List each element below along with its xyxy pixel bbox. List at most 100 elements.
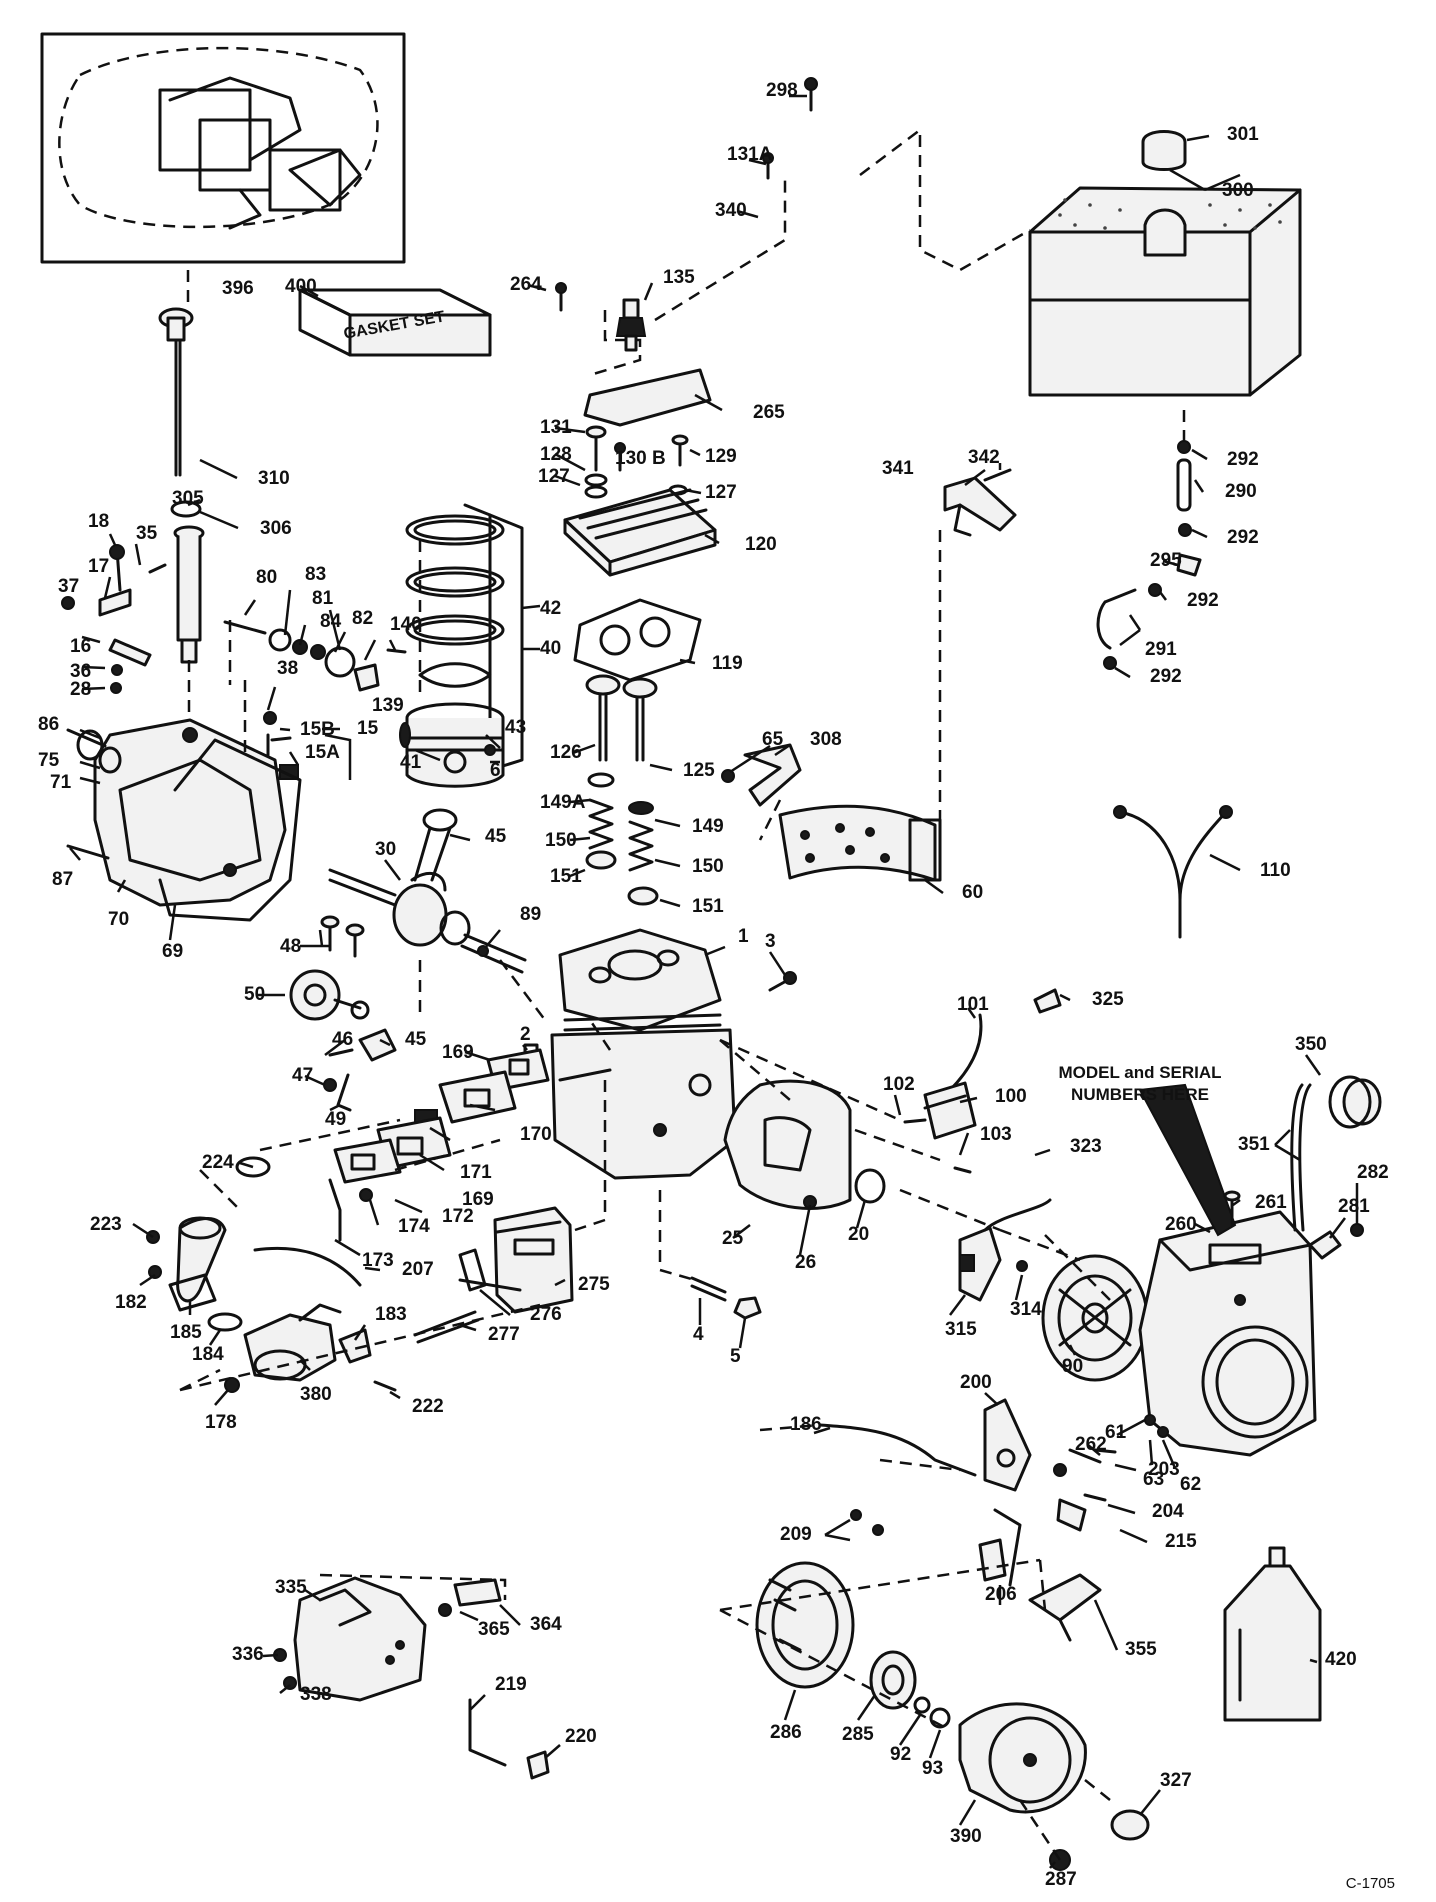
muffler [458,1206,574,1314]
part-callout-305: 305 [172,488,204,509]
part-callout-61: 61 [1105,1422,1127,1443]
part-callout-206: 206 [985,1584,1017,1605]
part-callout-265: 265 [753,402,785,423]
part-callout-16: 16 [70,636,91,657]
part-callout-150b: 150 [692,856,724,877]
part-callout-48: 48 [280,936,301,957]
part-callout-49: 49 [325,1109,346,1130]
part-callout-285: 285 [842,1724,874,1745]
oil-bottle [1223,1546,1322,1722]
part-callout-135: 135 [663,267,695,288]
part-callout-129: 129 [705,446,737,467]
fuel-line-parts [1096,440,1202,670]
part-callout-38: 38 [277,658,298,679]
part-callout-62: 62 [1180,1474,1201,1495]
part-callout-308: 308 [810,729,842,750]
part-callout-292d: 292 [1150,666,1182,687]
part-callout-47: 47 [292,1065,313,1086]
starter-handle [1028,1573,1102,1642]
camshaft-and-tappets [289,915,489,1021]
part-callout-174: 174 [398,1216,430,1237]
part-callout-3: 3 [765,931,776,952]
part-callout-149: 149 [692,816,724,837]
illustration [40,32,1382,1871]
part-callout-276: 276 [530,1304,562,1325]
part-callout-119: 119 [712,653,743,674]
part-callout-15a: 15A [305,742,340,763]
part-callout-70: 70 [108,909,129,930]
piston [399,702,505,788]
exhaust-elbow [146,1156,271,1312]
leader-lines [69,94,1359,1869]
part-callout-6: 6 [490,760,501,781]
part-callout-183: 183 [375,1304,407,1325]
breather-assembly [721,743,942,882]
part-callout-151b: 151 [692,896,724,917]
part-callout-35: 35 [136,523,158,544]
cylinder-block [550,928,737,1180]
part-callout-25: 25 [722,1228,744,1249]
part-callout-355: 355 [1125,1639,1157,1660]
recoil-starter-parts [755,1561,1150,1871]
part-callout-396: 396 [222,278,254,299]
part-callout-277: 277 [488,1324,520,1345]
part-callout-151a: 151 [550,866,582,887]
part-callout-131a: 131A [727,144,773,165]
ground-wire [1118,810,1228,939]
head-gasket [573,598,702,682]
part-callout-182: 182 [115,1292,147,1313]
part-callout-92: 92 [890,1744,911,1765]
carburetor-hardware [224,1328,397,1393]
part-callout-264: 264 [510,274,542,295]
part-callout-90: 90 [1062,1356,1083,1377]
part-callout-42: 42 [540,598,561,619]
part-callout-130b: 130 B [615,448,666,469]
valve-springs [585,772,659,906]
intake-gaskets [328,1048,550,1242]
part-callout-295: 295 [1150,550,1182,571]
bushing [854,1168,886,1204]
part-callout-286: 286 [770,1722,802,1743]
part-callout-169a: 169 [442,1042,474,1063]
part-callout-292b: 292 [1227,527,1259,548]
part-callout-209: 209 [780,1524,812,1545]
part-callout-185: 185 [170,1322,202,1343]
assembly-guide-lines [179,127,1186,1861]
part-callout-336: 336 [232,1644,264,1665]
part-callout-314: 314 [1010,1299,1042,1320]
stud-and-nut [690,1276,762,1320]
governor-shaft-parts [323,1028,397,1112]
part-callout-81: 81 [312,588,334,609]
part-callout-40: 40 [540,638,561,659]
part-callout-149a: 149A [540,792,586,813]
dipstick [158,307,194,477]
part-callout-15: 15 [357,718,379,739]
part-callout-100: 100 [995,1086,1027,1107]
part-callout-60: 60 [962,882,983,903]
part-callout-261: 261 [1255,1192,1287,1213]
control-cover [273,1576,550,1780]
fuel-tank [1028,130,1302,397]
part-callout-17: 17 [88,556,109,577]
part-callout-292c: 292 [1187,590,1219,611]
valves [585,674,658,762]
part-callout-292a: 292 [1227,449,1259,470]
part-callout-46: 46 [332,1029,353,1050]
part-callout-350: 350 [1295,1034,1327,1055]
part-callout-103: 103 [980,1124,1012,1145]
dipstick-tube [173,525,205,664]
part-callout-186: 186 [790,1414,822,1435]
part-callout-323: 323 [1070,1136,1102,1157]
part-callout-341: 341 [882,458,914,479]
part-callout-365: 365 [478,1619,510,1640]
part-callout-420: 420 [1325,1649,1357,1670]
part-callout-69: 69 [162,941,183,962]
part-callout-219: 219 [495,1674,527,1695]
crankshaft [328,868,527,974]
part-callout-400: 400 [285,276,317,297]
model-serial-pointer [1138,1083,1237,1237]
piston-rings [405,503,524,772]
part-callout-290: 290 [1225,481,1257,502]
